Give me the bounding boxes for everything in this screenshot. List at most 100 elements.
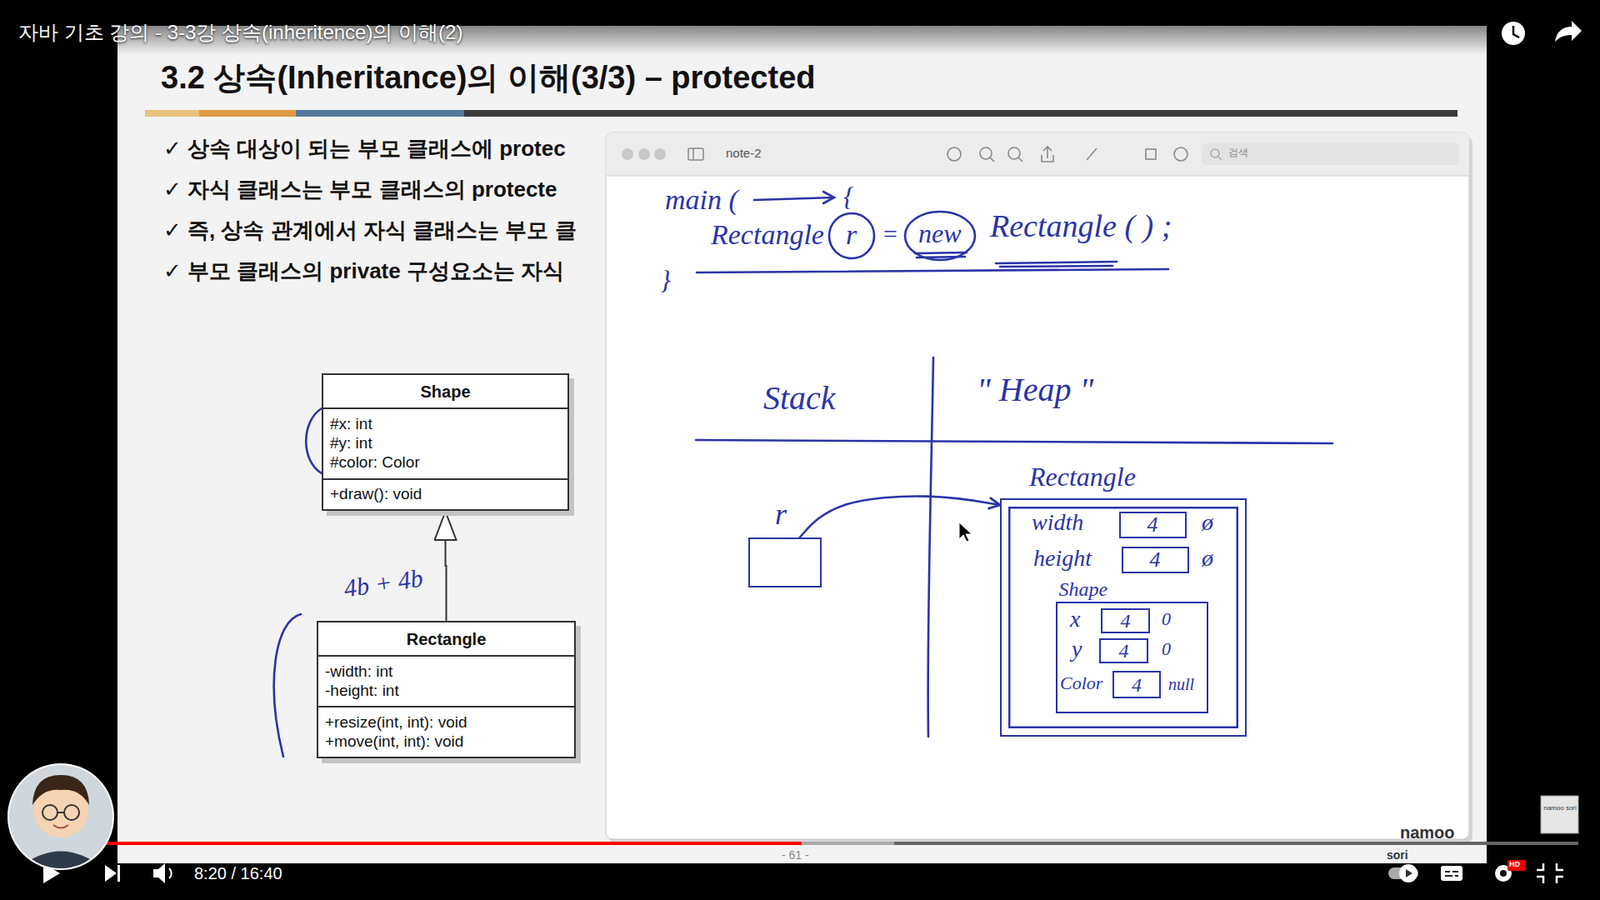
code-text: main ( bbox=[665, 183, 739, 216]
title-underline bbox=[199, 110, 296, 117]
old-value: ø bbox=[1201, 509, 1214, 536]
logo-text: namoo sori bbox=[1542, 805, 1578, 812]
code-text: new bbox=[918, 218, 962, 250]
mouse-cursor bbox=[959, 522, 972, 542]
uml-compartment: +draw(): void bbox=[323, 478, 568, 510]
uml-compartment: Shape bbox=[323, 375, 568, 408]
player-controls bbox=[1445, 871, 1459, 876]
code-text: = bbox=[881, 220, 899, 250]
method: +move(int, int): void bbox=[325, 732, 464, 752]
title-underline bbox=[464, 110, 1458, 117]
top-icons bbox=[1513, 25, 1520, 38]
presenter-avatar bbox=[57, 811, 65, 814]
old-value: null bbox=[1168, 675, 1195, 695]
video-title: 자바 기초 강의 - 3-3강 상속(inheritence)의 이해(2) bbox=[18, 20, 463, 45]
attribute: -width: int bbox=[325, 662, 393, 682]
note-window bbox=[947, 147, 961, 161]
note-window bbox=[605, 132, 1470, 840]
player-controls bbox=[169, 868, 172, 879]
field-value: 4 bbox=[1150, 549, 1161, 571]
note-window bbox=[621, 148, 634, 160]
player-controls bbox=[43, 860, 1564, 884]
field-value: 4 bbox=[1147, 514, 1159, 536]
top-icons bbox=[1501, 20, 1582, 45]
code-text: r bbox=[845, 218, 857, 251]
handwriting bbox=[916, 256, 965, 258]
top-icons bbox=[1501, 21, 1525, 45]
field-value-box: 4 bbox=[1099, 638, 1149, 664]
field-value-box: 4 bbox=[1100, 608, 1150, 634]
note-window bbox=[654, 148, 666, 160]
player-controls bbox=[1440, 865, 1463, 881]
class-name: Rectangle bbox=[406, 629, 487, 650]
player-controls bbox=[1405, 869, 1413, 878]
field-name: height bbox=[1033, 545, 1092, 572]
uml-compartment: Rectangle bbox=[318, 622, 575, 655]
top-icons bbox=[1555, 20, 1582, 42]
note-window bbox=[990, 157, 995, 162]
field-value: 4 bbox=[1131, 675, 1142, 695]
heap-object-box: 44444ShapeRectangle bbox=[1000, 498, 1247, 737]
bullet-text: ✓ 부모 클래스의 private 구성요소는 자식 bbox=[163, 259, 565, 285]
presenter-avatar bbox=[53, 825, 69, 829]
bullet-text: ✓ 상속 대상이 되는 부모 클래스에 protec bbox=[163, 136, 566, 162]
handwriting bbox=[823, 191, 835, 204]
handwriting bbox=[995, 261, 1117, 264]
note-window bbox=[1145, 149, 1156, 160]
progress-bar bbox=[22, 841, 802, 845]
note-window bbox=[605, 132, 1470, 176]
slide-ground bbox=[117, 25, 1487, 864]
reference-arrow bbox=[800, 495, 1000, 538]
field-value: 4 bbox=[1119, 640, 1130, 661]
slide-title: 3.2 상속(Inheritance)의 이해(3/3) – protected bbox=[160, 60, 816, 97]
hand-marks bbox=[305, 408, 322, 474]
box-heading: r bbox=[775, 497, 787, 532]
note-window bbox=[1018, 157, 1023, 162]
code-text: Rectangle ( ) ; bbox=[990, 208, 1172, 245]
attribute: #x: int bbox=[330, 415, 373, 435]
uml-class-box: Rectangle-width: int-height: int+resize(… bbox=[316, 620, 576, 759]
player-controls bbox=[1500, 870, 1507, 877]
handwriting bbox=[928, 357, 934, 737]
handwriting bbox=[915, 252, 967, 254]
corner-logo bbox=[1540, 795, 1579, 834]
class-name: Shape bbox=[420, 381, 470, 402]
uml-compartment: +resize(int, int): void+move(int, int): … bbox=[318, 705, 575, 757]
note-window bbox=[1008, 147, 1020, 160]
note-window bbox=[692, 148, 695, 160]
old-value: 0 bbox=[1161, 608, 1171, 630]
presenter-avatar bbox=[42, 805, 58, 820]
method: +resize(int, int): void bbox=[325, 713, 468, 733]
time-display: 8:20 / 16:40 bbox=[194, 864, 283, 884]
box-heading: Shape bbox=[1059, 578, 1109, 602]
player-controls bbox=[153, 863, 165, 884]
code-text: { bbox=[843, 181, 855, 213]
handwriting bbox=[829, 213, 875, 259]
player-controls bbox=[1536, 863, 1564, 884]
memory-area: Stack bbox=[763, 379, 836, 418]
progress-bar bbox=[22, 841, 1579, 845]
note-window bbox=[947, 146, 1188, 162]
hd-badge: HD bbox=[1509, 860, 1520, 869]
title-underline bbox=[295, 110, 465, 117]
note-window bbox=[638, 148, 650, 160]
handwriting bbox=[754, 197, 834, 200]
presenter-avatar bbox=[32, 775, 90, 805]
handwriting bbox=[695, 191, 1333, 737]
progress-bar bbox=[22, 841, 895, 845]
note-window bbox=[1210, 149, 1220, 158]
note-window bbox=[688, 148, 704, 160]
note-window bbox=[1201, 143, 1460, 165]
uml-compartment: #x: int#y: int#color: Color bbox=[323, 407, 568, 479]
field-value: 4 bbox=[1120, 610, 1131, 631]
logo-text: sori bbox=[1386, 848, 1409, 862]
field-value-box: 4 bbox=[1119, 511, 1187, 539]
old-value: 0 bbox=[1161, 638, 1171, 660]
handwriting bbox=[1000, 265, 1113, 267]
field-name: y bbox=[1071, 635, 1082, 663]
code-text: Rectangle bbox=[710, 218, 825, 251]
player-controls bbox=[1507, 860, 1526, 871]
stack-variable-box: r bbox=[748, 537, 822, 588]
